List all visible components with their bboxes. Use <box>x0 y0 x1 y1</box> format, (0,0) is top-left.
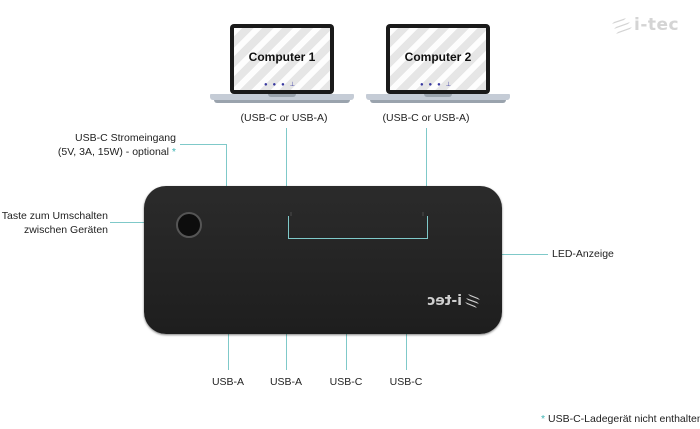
power-input-line2: (5V, 3A, 15W) - optional * <box>57 145 176 158</box>
power-input-line1: USB-C Stromeingang <box>75 132 176 144</box>
connector-line-power-h <box>180 144 226 145</box>
connector-line-port1 <box>228 334 229 370</box>
port-label-usb-c-2: USB-C <box>389 376 423 388</box>
laptop1-port-label: (USB-C or USB-A) <box>240 112 328 124</box>
switch-button-label: Taste zum Umschalten zwischen Geräten <box>0 210 108 237</box>
connector-line-laptop2 <box>426 128 427 186</box>
switch-button-line2: zwischen Geräten <box>23 223 108 236</box>
laptop-screen-frame: Computer 2 ●●●⊥ <box>386 24 490 94</box>
connector-line-port3 <box>346 334 347 370</box>
led-indicator-label: LED-Anzeige <box>552 248 614 260</box>
laptop-computer-1: Computer 1 ●●●⊥ <box>210 24 354 104</box>
led-light <box>422 212 424 216</box>
power-input-label: USB-C Stromeingang (5V, 3A, 15W) - optio… <box>20 132 176 159</box>
laptop-base <box>210 94 354 100</box>
power-input-asterisk: * <box>171 145 176 158</box>
laptop-screen: Computer 1 ●●●⊥ <box>234 28 330 90</box>
laptop-screen-frame: Computer 1 ●●●⊥ <box>230 24 334 94</box>
connector-line-port4 <box>406 334 407 370</box>
connector-line-port2 <box>286 334 287 370</box>
laptop-computer-2: Computer 2 ●●●⊥ <box>366 24 510 104</box>
laptop-base-notch <box>424 94 452 97</box>
footnote: * USB-C-Ladegerät nicht enthalten <box>541 413 700 427</box>
i-tec-logo: i-tec <box>612 8 698 38</box>
device-logo-text: i-tec <box>427 293 462 309</box>
switch-button-line1: Taste zum Umschalten <box>1 210 108 222</box>
led-light <box>290 212 292 216</box>
connector-line-power-v <box>226 144 227 186</box>
footnote-text: USB-C-Ladegerät nicht enthalten <box>548 413 700 425</box>
laptop-base <box>366 94 510 100</box>
connector-line-laptop1 <box>286 128 287 186</box>
port-label-usb-a-2: USB-A <box>269 376 303 388</box>
port-label-usb-a-1: USB-A <box>211 376 245 388</box>
laptop-screen-title: Computer 2 <box>404 50 472 64</box>
laptop-screen-title: Computer 1 <box>248 50 316 64</box>
port-label-usb-c-1: USB-C <box>329 376 363 388</box>
i-tec-logo-text: i-tec <box>634 15 679 35</box>
laptop-screen-dots: ●●●⊥ <box>263 82 301 88</box>
footnote-asterisk: * <box>541 413 546 425</box>
switch-button[interactable] <box>176 212 202 238</box>
laptop2-port-label: (USB-C or USB-A) <box>382 112 470 124</box>
led-bracket <box>288 216 428 239</box>
laptop-base-shadow <box>370 100 506 103</box>
laptop-base-shadow <box>214 100 350 103</box>
laptop-base-notch <box>268 94 296 97</box>
device-logo: i-tec <box>412 286 480 312</box>
laptop-screen-dots: ●●●⊥ <box>419 82 457 88</box>
kvm-switch-device <box>144 186 502 334</box>
laptop-screen: Computer 2 ●●●⊥ <box>390 28 486 90</box>
